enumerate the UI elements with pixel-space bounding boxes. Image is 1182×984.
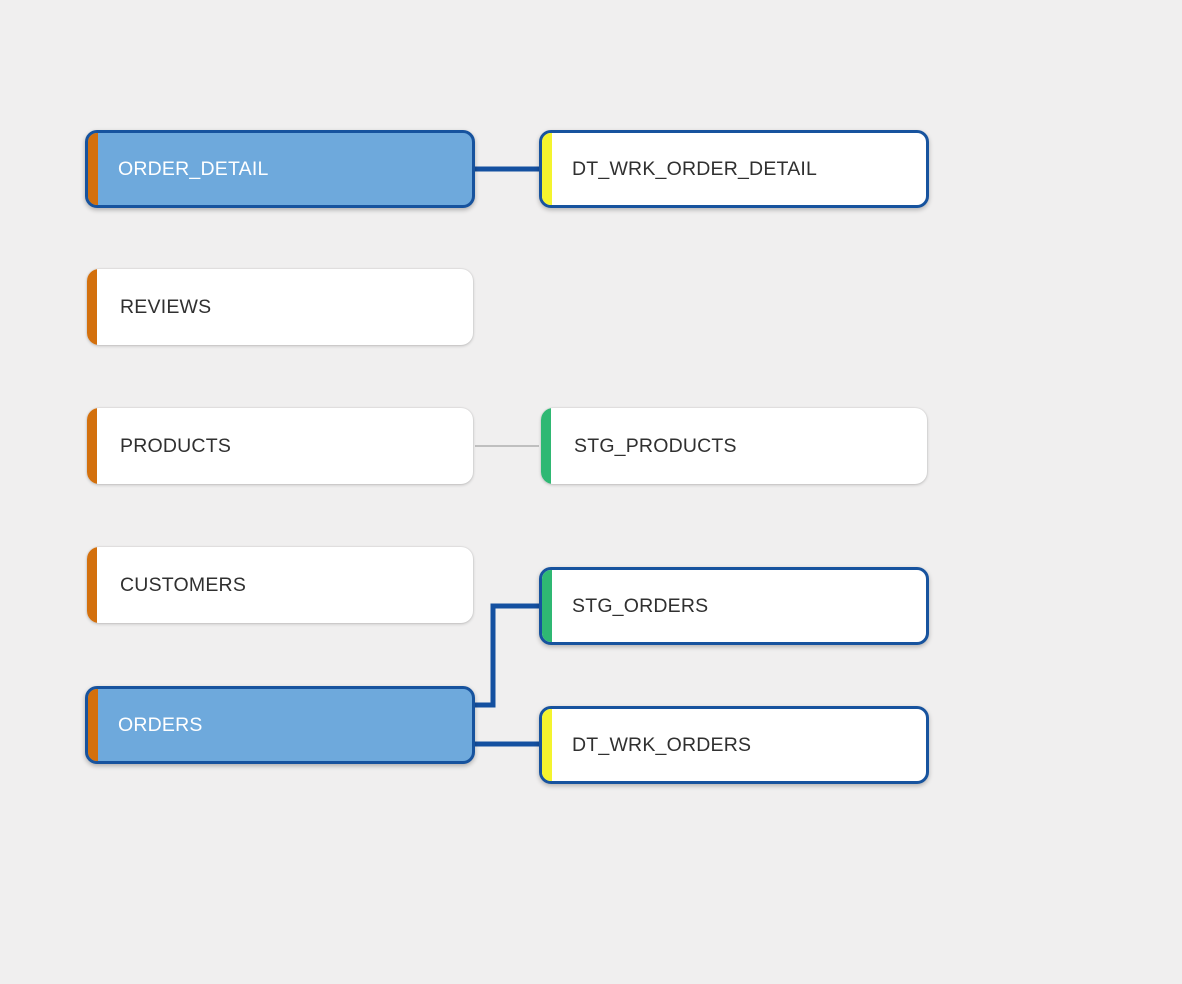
node-stg_orders[interactable]: STG_ORDERS: [539, 567, 929, 645]
node-orders[interactable]: ORDERS: [85, 686, 475, 764]
node-label: CUSTOMERS: [120, 573, 247, 596]
edge-orders-to-stg_orders[interactable]: [475, 603, 539, 708]
node-label: STG_PRODUCTS: [574, 434, 737, 457]
node-dt_wrk_order_detail[interactable]: DT_WRK_ORDER_DETAIL: [539, 130, 929, 208]
node-accent-bar: [88, 133, 98, 205]
node-label: REVIEWS: [120, 295, 212, 318]
node-stg_products[interactable]: STG_PRODUCTS: [541, 408, 927, 484]
node-reviews[interactable]: REVIEWS: [87, 269, 473, 345]
node-dt_wrk_orders[interactable]: DT_WRK_ORDERS: [539, 706, 929, 784]
node-accent-bar: [88, 689, 98, 761]
node-accent-bar: [542, 133, 552, 205]
node-customers[interactable]: CUSTOMERS: [87, 547, 473, 623]
node-accent-bar: [87, 269, 97, 345]
node-label: DT_WRK_ORDER_DETAIL: [572, 157, 818, 180]
node-label: PRODUCTS: [120, 434, 232, 457]
node-accent-bar: [542, 709, 552, 781]
node-label: STG_ORDERS: [572, 594, 709, 617]
node-order_detail[interactable]: ORDER_DETAIL: [85, 130, 475, 208]
node-label: DT_WRK_ORDERS: [572, 733, 752, 756]
node-label: ORDER_DETAIL: [118, 157, 269, 180]
node-products[interactable]: PRODUCTS: [87, 408, 473, 484]
node-label: ORDERS: [118, 713, 203, 736]
node-accent-bar: [87, 547, 97, 623]
node-accent-bar: [542, 570, 552, 642]
node-accent-bar: [87, 408, 97, 484]
node-accent-bar: [541, 408, 551, 484]
